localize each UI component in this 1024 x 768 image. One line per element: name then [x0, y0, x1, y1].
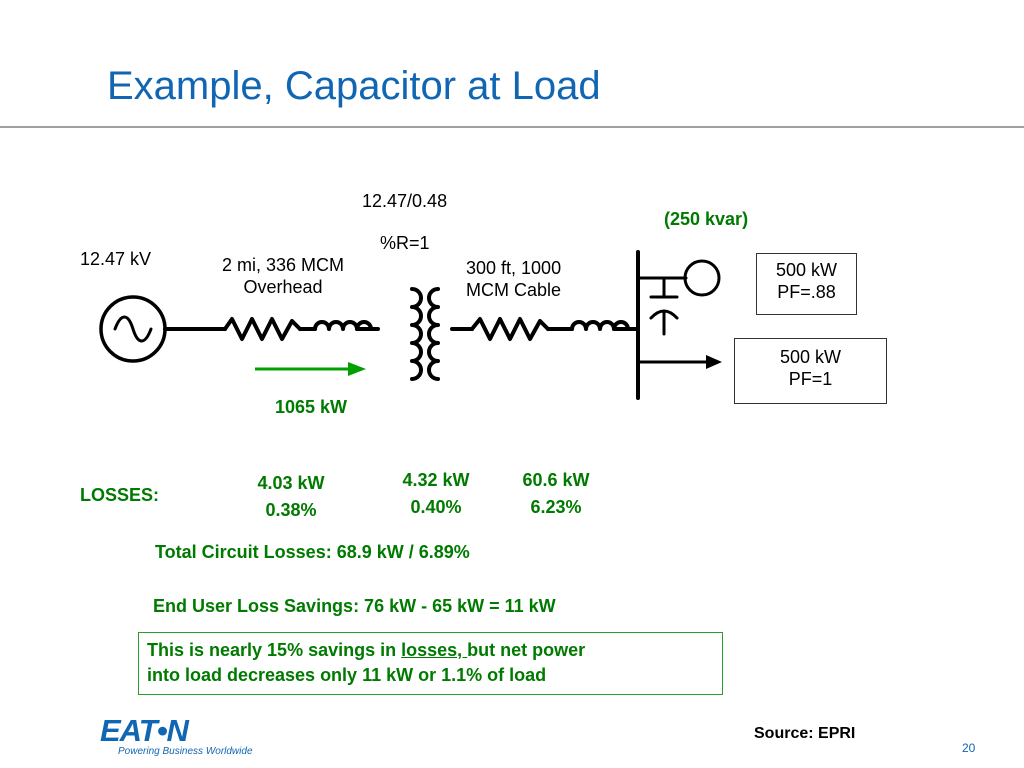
note-line-2: into load decreases only 11 kW or 1.1% o…: [147, 665, 547, 685]
transformer-resistance-label: %R=1: [380, 233, 430, 253]
motor-load-kw: 500 kW: [775, 260, 838, 280]
note-text-1: This is nearly 15% savings in: [147, 640, 402, 660]
overhead-line-label-2: Overhead: [243, 277, 323, 297]
note-text-2: but net power: [467, 640, 586, 660]
cable-label-1: 300 ft, 1000: [466, 258, 562, 278]
title-divider: [0, 126, 1024, 128]
line-losses-pct: 0.38%: [265, 500, 317, 520]
power-flow-label: 1065 kW: [275, 397, 348, 417]
transformer-primary-icon: [410, 287, 423, 381]
power-flow-arrowhead-icon: [348, 362, 366, 376]
overhead-line-label-1: 2 mi, 336 MCM: [221, 255, 345, 275]
line-losses: 4.03 kW 0.38%: [235, 470, 347, 524]
motor-load-box: 500 kW PF=.88: [756, 253, 857, 315]
sine-wave: [113, 315, 153, 343]
line-resistor-icon: [223, 317, 302, 341]
note-underlined-text: losses,: [401, 640, 468, 660]
capacitor-rating-label: (250 kvar): [664, 209, 749, 229]
resistive-load-pf: PF=1: [788, 369, 833, 389]
source-voltage-label: 12.47 kV: [80, 249, 152, 269]
load-arrow-icon: [706, 355, 722, 369]
cable-label: 300 ft, 1000 MCM Cable: [466, 257, 561, 301]
cable-losses: 60.6 kW 6.23%: [500, 467, 612, 521]
transformer-ratio-label: 12.47/0.48: [362, 191, 448, 211]
overhead-line-label: 2 mi, 336 MCM Overhead: [200, 254, 366, 298]
page-number: 20: [962, 741, 976, 755]
note-line-1: This is nearly 15% savings in losses, bu…: [147, 638, 714, 663]
total-circuit-losses: Total Circuit Losses: 68.9 kW / 6.89%: [155, 542, 470, 562]
note-box: This is nearly 15% savings in losses, bu…: [138, 632, 723, 695]
end-user-loss-savings: End User Loss Savings: 76 kW - 65 kW = 1…: [153, 596, 556, 616]
resistive-load-box: 500 kW PF=1: [734, 338, 887, 404]
cable-inductor-icon: [570, 320, 630, 331]
source-citation: Source: EPRI: [754, 725, 856, 742]
eaton-logo: EAT•N: [100, 713, 189, 748]
resistive-load-kw: 500 kW: [779, 347, 842, 367]
logo-tagline: Powering Business Worldwide: [118, 746, 253, 757]
motor-load-pf: PF=.88: [777, 282, 836, 302]
line-inductor-icon: [313, 320, 373, 331]
cable-losses-kw: 60.6 kW: [522, 470, 590, 490]
motor-load-icon: [683, 259, 721, 297]
transformer-losses-pct: 0.40%: [410, 497, 462, 517]
line-losses-kw: 4.03 kW: [257, 473, 325, 493]
logo-text: EAT•N: [100, 713, 189, 748]
transformer-secondary-icon: [427, 287, 440, 381]
cable-label-2: MCM Cable: [466, 280, 562, 300]
cable-resistor-icon: [470, 317, 550, 341]
page-title: Example, Capacitor at Load: [107, 64, 601, 108]
transformer-losses: 4.32 kW 0.40%: [380, 467, 492, 521]
losses-label: LOSSES:: [80, 485, 160, 505]
cable-losses-pct: 6.23%: [530, 497, 582, 517]
transformer-losses-kw: 4.32 kW: [402, 470, 470, 490]
